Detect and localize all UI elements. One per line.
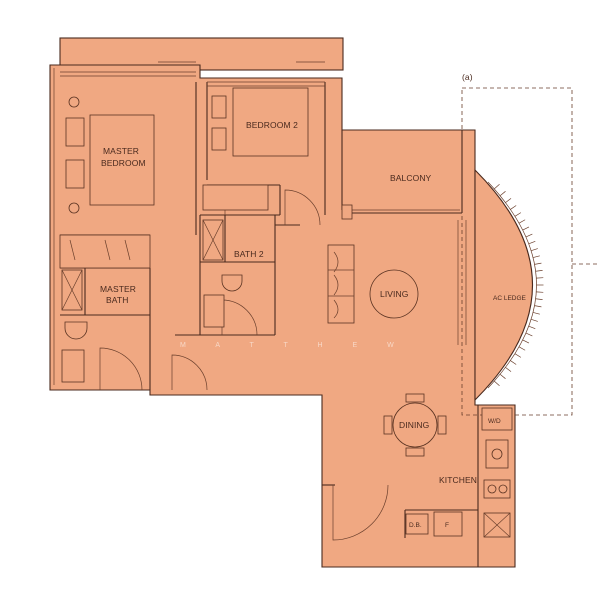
label-master-bedroom-2: BEDROOM [101,158,146,168]
railing-tick [532,312,540,315]
label-master-bath-2: BATH [106,295,128,305]
boundary-marker: (a) [462,72,473,82]
windows [53,68,467,385]
master-bath-fixtures [61,269,88,383]
railing-tick [505,367,512,372]
label-kitchen: KITCHEN [439,475,477,485]
bath2-fixtures [202,219,243,328]
railing-tick [534,262,542,265]
railing-tick [532,255,540,258]
unit-outline [49,64,516,568]
railing-tick [535,270,543,272]
label-master-bath-1: MASTER [100,284,136,294]
railing-tick [528,241,536,245]
boundary-dashed [461,87,573,416]
railing-tick [494,183,500,190]
railing-tick [494,380,500,387]
ac-ledge-rail [487,181,537,389]
railing-tick [518,346,526,351]
railing-tick [514,353,522,358]
railing-tick [499,373,506,379]
railing-tick [499,191,506,197]
railing-tick [531,248,538,252]
railing-tick [518,219,526,224]
wardrobe [59,234,151,269]
dining-set [383,393,447,457]
sofa [327,244,355,324]
railing-tick [534,305,542,308]
watermark: M A T T H E W [180,342,408,349]
railing-tick [528,325,536,329]
ac-ledge-area [474,168,534,402]
railing-tick [535,298,543,300]
railing-tick [525,332,533,337]
railing-tick [514,212,522,217]
kitchen-fixtures [405,407,513,538]
ac-ledge-railing-ticks [494,183,544,387]
master-bed [65,96,155,214]
railing-tick [522,339,530,344]
railing-tick [505,198,512,203]
label-bath2: BATH 2 [234,249,264,259]
railing-tick [510,205,517,210]
label-db: D.B. [409,522,422,529]
railing-tick [522,226,530,231]
railing-tick [510,360,517,365]
railing-tick [531,318,538,322]
label-master-bedroom-1: MASTER [103,146,139,156]
label-ac-ledge: AC LEDGE [493,295,527,302]
label-bedroom2: BEDROOM 2 [246,120,298,130]
living-rug [369,269,419,319]
label-dining: DINING [399,420,429,430]
balcony-fixture [341,204,353,220]
label-fridge: F [445,522,449,529]
label-wd: W/D [488,418,501,425]
bedroom2-wardrobe [202,184,269,211]
railing-tick [525,233,533,238]
bedroom2-bed [211,87,309,157]
label-balcony: BALCONY [390,173,432,183]
label-living: LIVING [380,289,408,299]
